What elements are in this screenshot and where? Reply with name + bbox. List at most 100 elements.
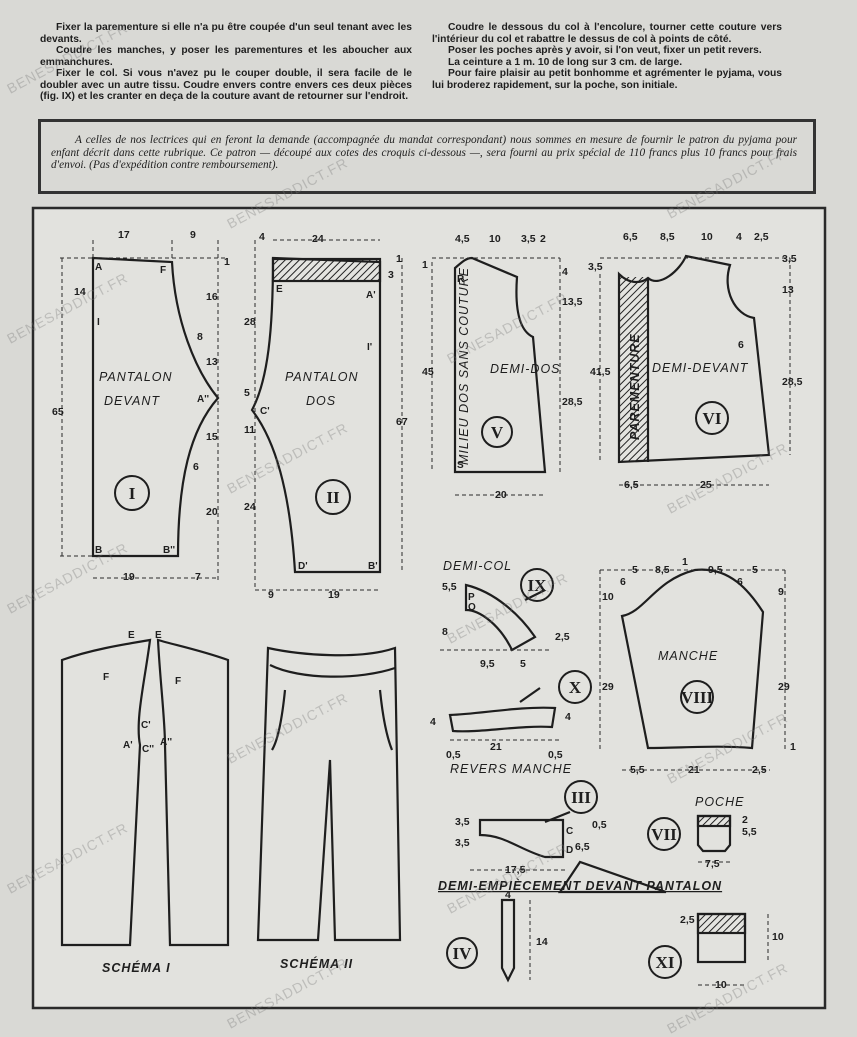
dimension-label: 5,5 <box>742 826 757 838</box>
point-label: D <box>566 845 573 856</box>
fig-ii-pantalon-dos-outline <box>250 256 382 574</box>
dimension-label: 13,5 <box>562 296 583 308</box>
fig-vi-parementure-hatch <box>619 277 648 462</box>
dimension-label: 15 <box>206 431 218 443</box>
fig-vii-number: VII <box>651 825 677 844</box>
dimension-label: 20 <box>206 506 218 518</box>
schema-i-title: SCHÉMA I <box>102 960 171 975</box>
dimension-label: 4 <box>736 231 742 243</box>
schema-i-right-leg <box>156 638 230 947</box>
dimension-label: 1 <box>396 253 402 265</box>
pattern-order-notice: A celles de nos lectrices qui en feront … <box>38 119 816 194</box>
dimension-label: 5,5 <box>630 764 645 776</box>
paragraph: Coudre les manches, y poser les parement… <box>40 45 412 68</box>
fig-vi-number: VI <box>703 409 722 428</box>
point-label: I <box>97 317 100 328</box>
dimension-label: 24 <box>244 501 256 513</box>
dimension-label: 7 <box>195 571 201 583</box>
dimension-label: 29 <box>602 681 614 693</box>
point-label: F <box>160 265 166 276</box>
dimension-label: 24 <box>312 233 324 245</box>
dimension-label: 9 <box>268 589 274 601</box>
point-label: A' <box>123 740 133 751</box>
point-label: B' <box>368 561 378 572</box>
fig-x-number: X <box>569 678 582 697</box>
dimension-label: 25 <box>700 479 712 491</box>
dimension-label: 45 <box>422 366 434 378</box>
point-label: E <box>128 630 135 641</box>
dimension-label: 28 <box>244 316 256 328</box>
figure-labels: PANTALON DEVANT PANTALON DOS DEMI-DOS MI… <box>99 267 748 975</box>
dimension-label: 4 <box>505 889 511 901</box>
dimension-label: 19 <box>328 589 340 601</box>
fig-iii-empiecement-outline <box>478 818 565 859</box>
dimension-label: 3,5 <box>455 816 470 828</box>
point-label: S <box>457 460 464 471</box>
dimension-label: 9 <box>190 229 196 241</box>
dimension-label: 0,5 <box>548 749 563 761</box>
dimension-label: 10 <box>602 591 614 603</box>
dimension-label: 1 <box>790 741 796 753</box>
dimension-label: 4 <box>565 711 571 723</box>
dimension-label: 8 <box>442 626 448 638</box>
fig-viii-title: MANCHE <box>658 649 718 663</box>
fig-viii-manche-outline <box>620 568 765 750</box>
paragraph: Coudre le dessous du col à l'encolure, t… <box>432 22 782 45</box>
fig-iv-number: IV <box>453 944 473 963</box>
point-label: C' <box>141 720 151 731</box>
fig-i-subtitle: DEVANT <box>104 394 160 408</box>
dimension-label: 65 <box>52 406 64 418</box>
dimension-label: 3,5 <box>455 837 470 849</box>
fig-vi-facing-label: PAREMENTURE <box>628 333 642 440</box>
fig-v-number: V <box>491 423 504 442</box>
point-label: C <box>566 826 573 837</box>
dimension-label: 4 <box>562 266 568 278</box>
dimension-label: 13 <box>206 356 218 368</box>
dimension-label: 5 <box>632 564 638 576</box>
fig-v-side-text: MILIEU DOS SANS COUTURE <box>457 267 471 465</box>
dimension-label: 41,5 <box>590 366 611 378</box>
dimension-label: 9,5 <box>708 564 723 576</box>
dimension-label: 13 <box>782 284 794 296</box>
fig-xi-outline <box>696 912 747 964</box>
dimension-label: 10 <box>489 233 501 245</box>
dimension-label: 0,5 <box>592 819 607 831</box>
callout-arrows <box>519 589 667 894</box>
dimension-label: 8 <box>197 331 203 343</box>
dimension-label: 14 <box>74 286 86 298</box>
point-label: Q <box>468 602 476 613</box>
dimension-label: 5 <box>520 658 526 670</box>
fig-iii-title: DEMI-EMPIÈCEMENT DEVANT PANTALON <box>438 878 722 893</box>
fig-xi-number: XI <box>656 953 675 972</box>
fig-v-title: DEMI-DOS <box>490 362 561 376</box>
dimension-label: 9 <box>778 586 784 598</box>
dimension-label: 17 <box>118 229 130 241</box>
dimension-label: 2 <box>540 233 546 245</box>
point-label: I' <box>367 342 372 353</box>
dimension-label: 7,5 <box>705 858 720 870</box>
dimension-label: 10 <box>701 231 713 243</box>
dimension-label: 10 <box>772 931 784 943</box>
schema-ii-title: SCHÉMA II <box>280 956 353 971</box>
point-label: C'' <box>142 744 154 755</box>
paragraph: Fixer le col. Si vous n'avez pu le coupe… <box>40 68 412 102</box>
fig-ix-demi-col-outline <box>464 583 537 652</box>
dimension-label: 4 <box>259 231 265 243</box>
fig-v-demi-dos-outline <box>453 256 547 474</box>
dimension-label: 29 <box>778 681 790 693</box>
instructions-left-column: Fixer la parementure si elle n'a pu être… <box>40 22 412 103</box>
fig-viii-number: VIII <box>681 688 714 707</box>
dimension-label: 10 <box>715 979 727 991</box>
point-label: C' <box>260 406 270 417</box>
dimension-label: 2,5 <box>754 231 769 243</box>
dimension-label: 16 <box>206 291 218 303</box>
paragraph: Poser les poches après y avoir, si l'on … <box>448 45 762 56</box>
dimension-label: 5 <box>752 564 758 576</box>
schema-ii-trousers <box>256 646 402 942</box>
fig-iv-outline <box>500 898 516 983</box>
dimension-label: 67 <box>396 416 408 428</box>
dimension-label: 4,5 <box>455 233 470 245</box>
dimension-label: 3,5 <box>588 261 603 273</box>
dimension-label: 20 <box>495 489 507 501</box>
